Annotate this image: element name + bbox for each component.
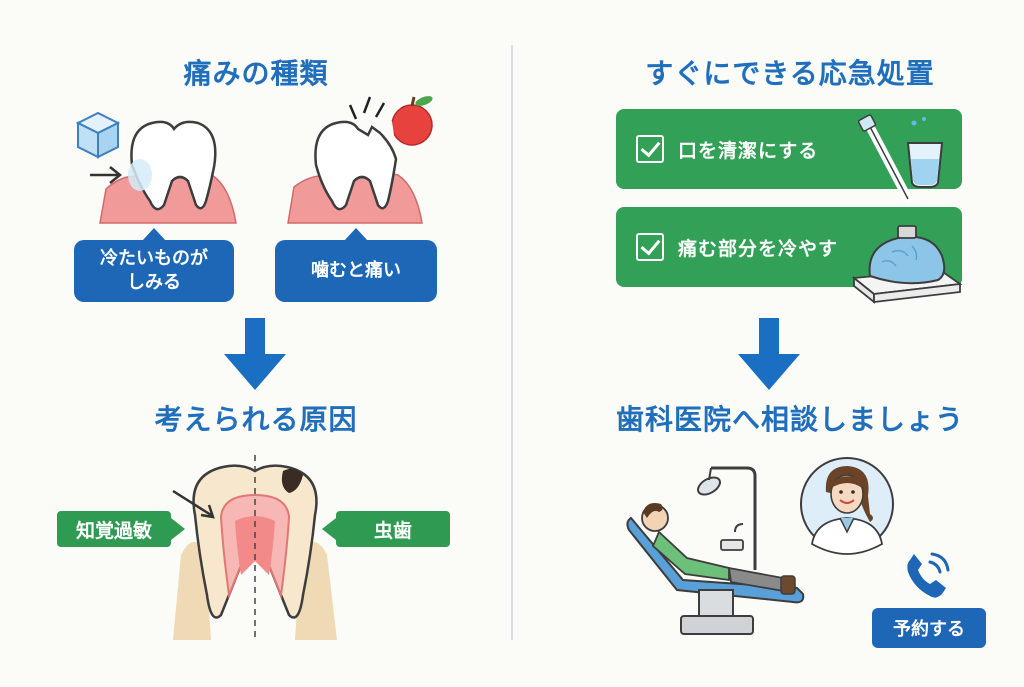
- tooth-cross-section-illustration: [172, 455, 337, 640]
- cold-tooth-illustration: [75, 111, 237, 224]
- cold-label-line2: しみる: [127, 272, 181, 293]
- ice-cube-icon: [75, 111, 121, 159]
- side-unit: [720, 523, 744, 551]
- doctor-avatar: [800, 457, 894, 555]
- ice-pack-icon: [868, 225, 946, 285]
- checkbox-icon: [636, 135, 664, 163]
- pointer-arrow-icon: [172, 489, 215, 519]
- apple-icon: [384, 96, 433, 146]
- causes-title: 考えられる原因: [154, 403, 358, 436]
- bite-pain-label: 噛むと痛い: [275, 228, 437, 302]
- patient-figure: [641, 503, 796, 595]
- overhead-lamp: [697, 466, 757, 570]
- impact-lines-icon: [348, 96, 386, 120]
- dental-chair-illustration: [626, 466, 805, 635]
- consult-title: 歯科医院へ相談しましょう: [615, 403, 964, 436]
- action-label: 痛む部分を冷やす: [678, 237, 839, 260]
- down-arrow-icon: [224, 318, 286, 390]
- cavity-spot: [281, 468, 303, 493]
- water-glass-icon: [906, 117, 944, 188]
- reserve-button[interactable]: 予約する: [872, 608, 986, 648]
- chipped-tooth-shape: [314, 120, 398, 211]
- column-divider: [511, 45, 513, 640]
- toothbrush-glass-illustration: [857, 114, 944, 204]
- chair-shape: [626, 516, 805, 635]
- phone-icon: [907, 552, 950, 598]
- down-arrow-icon: [738, 318, 800, 390]
- bite-tooth-illustration: [287, 96, 433, 224]
- pointer-arrow-icon: [90, 166, 123, 184]
- action-clean-mouth: 口を清潔にする: [616, 109, 962, 189]
- ice-pack-illustration: [851, 225, 963, 304]
- cold-label-line1: 冷たいものが: [100, 247, 208, 269]
- pain-types-title: 痛みの種類: [183, 57, 329, 90]
- first-aid-title: すぐにできる応急処置: [645, 57, 935, 90]
- action-label: 口を清潔にする: [678, 139, 819, 162]
- checkbox-icon: [636, 233, 664, 261]
- cause-cavity-tag: 虫歯: [322, 511, 450, 547]
- tooth-shape: [128, 120, 217, 211]
- toothbrush-icon: [857, 114, 913, 204]
- cold-sensitivity-label: 冷たいものが しみる: [74, 228, 234, 302]
- cause-sensitivity-tag: 知覚過敏: [57, 511, 185, 547]
